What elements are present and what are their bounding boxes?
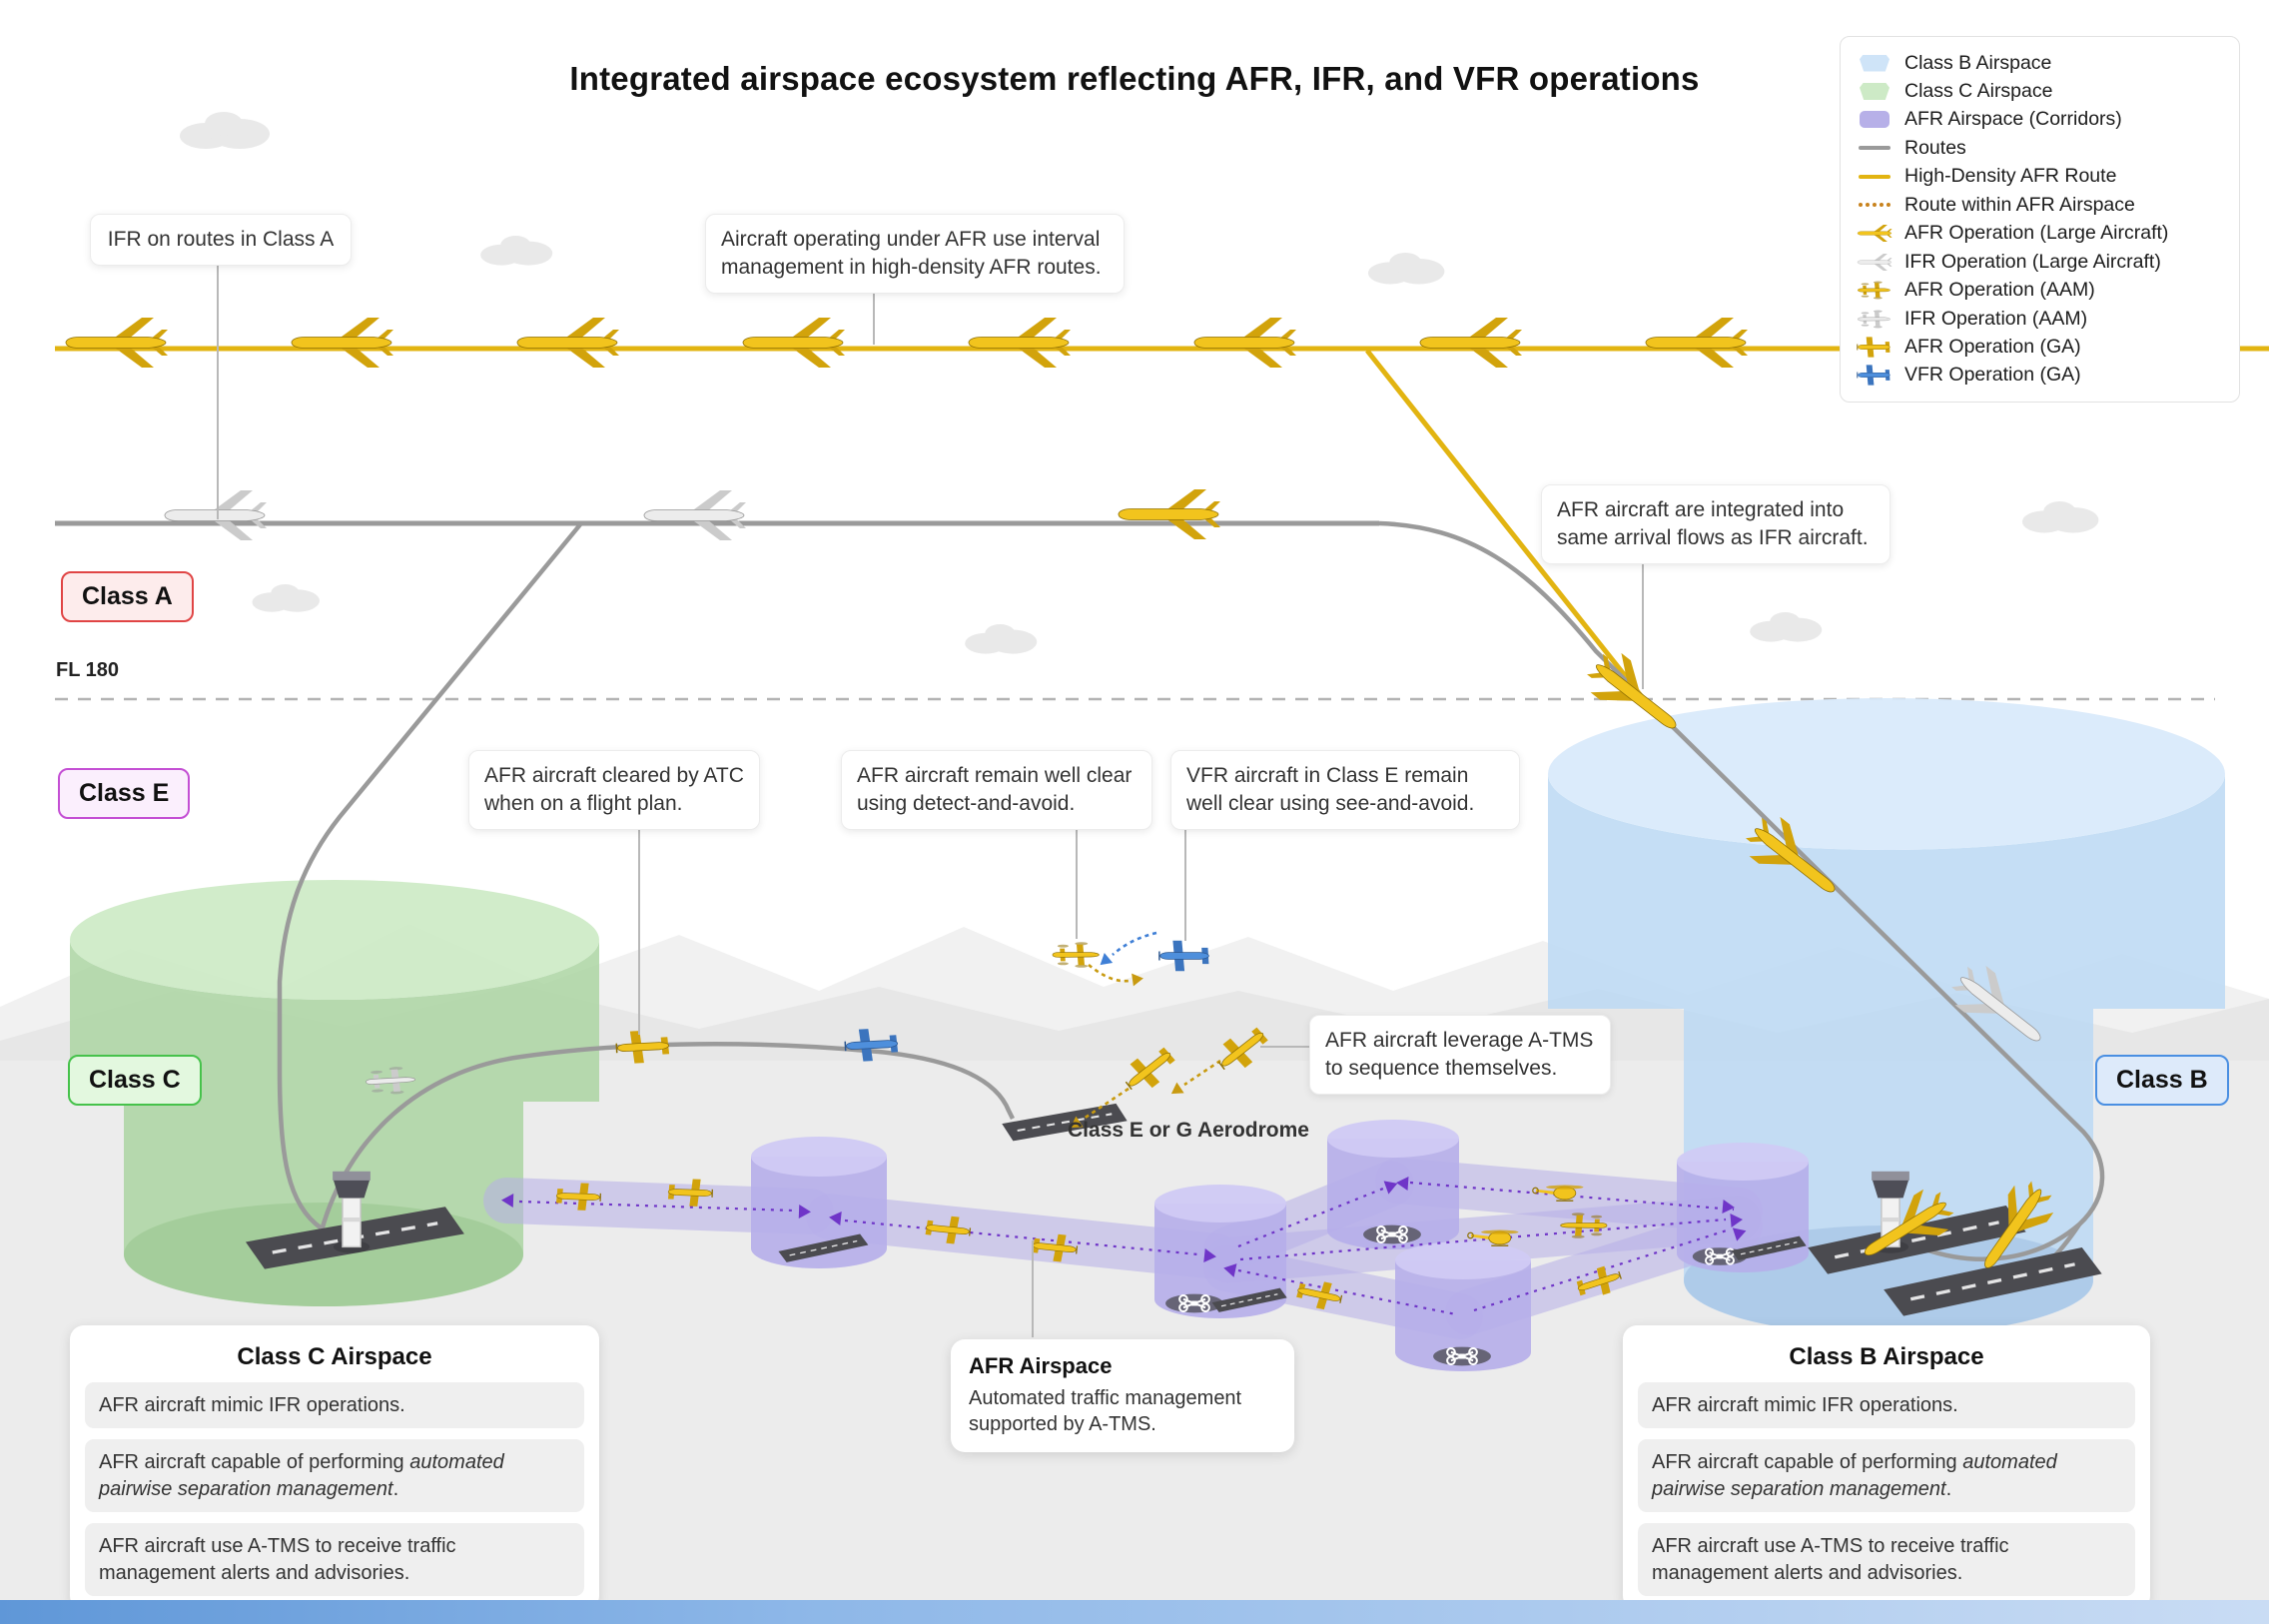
afr-corridor-legend-icon — [1853, 111, 1896, 129]
callout-leader-lines — [217, 262, 1644, 1337]
class-c-label: Class C — [68, 1055, 202, 1106]
class-b-label: Class B — [2095, 1055, 2229, 1106]
class-c-legend-icon — [1853, 82, 1896, 100]
callout-see-and-avoid: VFR aircraft in Class E remain well clea… — [1170, 750, 1520, 831]
afr-arrival-branch — [1365, 349, 1660, 719]
plane-large-ifr-legend-icon — [1853, 251, 1896, 274]
page-title: Integrated airspace ecosystem reflecting… — [569, 60, 1700, 97]
large-aircraft-icon — [1420, 318, 1522, 368]
legend-item: AFR Operation (GA) — [1853, 334, 2227, 362]
callout-atc-cleared: AFR aircraft cleared by ATC when on a fl… — [468, 750, 760, 831]
legend-label: High-Density AFR Route — [1904, 165, 2117, 188]
afr-vertiport-nodes — [751, 1120, 1809, 1371]
class-e-g-aerodrome-label: Class E or G Aerodrome — [1068, 1119, 1309, 1142]
route-legend-icon — [1853, 146, 1896, 151]
avoidance-arrows — [1070, 931, 1221, 1129]
legend-label: AFR Operation (AAM) — [1904, 279, 2095, 302]
plane-ga-afr-legend-icon — [1853, 336, 1896, 359]
aam-aircraft-icon — [1053, 942, 1100, 968]
legend-label: Route within AFR Airspace — [1904, 193, 2135, 216]
card-bullet: AFR aircraft mimic IFR operations. — [85, 1382, 584, 1429]
large-aircraft-icon — [292, 318, 393, 368]
callout-ifr-class-a: IFR on routes in Class A — [90, 214, 352, 267]
card-bullets: AFR aircraft mimic IFR operations. AFR ai… — [1638, 1382, 2135, 1596]
callout-interval-management: Aircraft operating under AFR use interva… — [705, 214, 1125, 295]
legend-label: VFR Operation (GA) — [1904, 364, 2081, 387]
callout-detect-and-avoid: AFR aircraft remain well clear using det… — [841, 750, 1152, 831]
class-e-label: Class E — [58, 768, 191, 819]
card-bullet: AFR aircraft use A-TMS to receive traffi… — [1638, 1523, 2135, 1596]
large-aircraft-icon — [969, 318, 1071, 368]
callout-arrival-flows: AFR aircraft are integrated into same ar… — [1541, 484, 1891, 565]
card-bullet: AFR aircraft capable of performing autom… — [1638, 1439, 2135, 1513]
arrival-descent-route — [1378, 520, 2105, 1261]
afr-route-arrowheads — [501, 1177, 1747, 1277]
plane-aam-afr-legend-icon — [1853, 279, 1896, 302]
legend-item: AFR Airspace (Corridors) — [1853, 106, 2227, 134]
legend-item: IFR Operation (AAM) — [1853, 305, 2227, 333]
card-bullet: AFR aircraft use A-TMS to receive traffi… — [85, 1523, 584, 1596]
class-b-legend-icon — [1853, 54, 1896, 72]
large-aircraft-icon — [743, 318, 845, 368]
drone-pad-icon — [1362, 1223, 1422, 1245]
large-aircraft-icon — [517, 318, 619, 368]
legend-item: Routes — [1853, 134, 2227, 162]
route-within-legend-icon — [1853, 203, 1896, 208]
class-c-airspace-card: Class C Airspace AFR aircraft mimic IFR … — [70, 1325, 599, 1610]
legend-item: Class B Airspace — [1853, 49, 2227, 77]
legend-label: Routes — [1904, 136, 1966, 159]
fl180-label: FL 180 — [56, 659, 119, 681]
large-aircraft-icon — [1646, 318, 1748, 368]
bottom-accent-bar — [0, 1600, 2269, 1624]
legend-label: Class C Airspace — [1904, 79, 2053, 102]
legend-item: Class C Airspace — [1853, 77, 2227, 105]
plane-large-afr-legend-icon — [1853, 222, 1896, 245]
large-aircraft-icon — [1194, 318, 1296, 368]
card-bullet: AFR aircraft mimic IFR operations. — [1638, 1382, 2135, 1429]
card-text: Automated traffic management supported b… — [969, 1387, 1242, 1436]
large-aircraft-icon — [1119, 489, 1220, 539]
route-hd-legend-icon — [1853, 174, 1896, 179]
legend-item: Route within AFR Airspace — [1853, 191, 2227, 219]
large-aircraft-icon — [644, 490, 746, 540]
afr-airspace-card: AFR Airspace Automated traffic managemen… — [951, 1339, 1294, 1452]
card-bullets: AFR aircraft mimic IFR operations. AFR ai… — [85, 1382, 584, 1596]
legend-label: AFR Operation (Large Aircraft) — [1904, 222, 2169, 245]
class-a-label: Class A — [61, 571, 194, 622]
legend-item: AFR Operation (AAM) — [1853, 277, 2227, 305]
drone-pad-icon — [1432, 1345, 1492, 1367]
card-title: Class B Airspace — [1789, 1343, 1984, 1370]
legend-label: IFR Operation (AAM) — [1904, 307, 2088, 330]
large-aircraft-icon — [165, 490, 267, 540]
legend-label: IFR Operation (Large Aircraft) — [1904, 250, 2161, 273]
legend-item: AFR Operation (Large Aircraft) — [1853, 220, 2227, 248]
legend-item: VFR Operation (GA) — [1853, 362, 2227, 390]
legend-item: IFR Operation (Large Aircraft) — [1853, 248, 2227, 276]
legend-label: AFR Airspace (Corridors) — [1904, 108, 2122, 131]
large-aircraft-icon — [66, 318, 168, 368]
plane-aam-ifr-legend-icon — [1853, 308, 1896, 331]
card-bullet: AFR aircraft capable of performing autom… — [85, 1439, 584, 1513]
plane-ga-vfr-legend-icon — [1853, 364, 1896, 387]
legend-label: Class B Airspace — [1904, 51, 2052, 74]
class-c-arrival-route — [277, 521, 583, 1230]
class-b-airspace-card: Class B Airspace AFR aircraft mimic IFR … — [1623, 1325, 2150, 1610]
card-title: AFR Airspace — [969, 1353, 1113, 1378]
legend-label: AFR Operation (GA) — [1904, 336, 2081, 359]
card-title: Class C Airspace — [237, 1343, 432, 1370]
legend-item: High-Density AFR Route — [1853, 163, 2227, 191]
cloud-icons — [180, 112, 2099, 654]
callout-atms-sequence: AFR aircraft leverage A-TMS to sequence … — [1309, 1015, 1611, 1096]
